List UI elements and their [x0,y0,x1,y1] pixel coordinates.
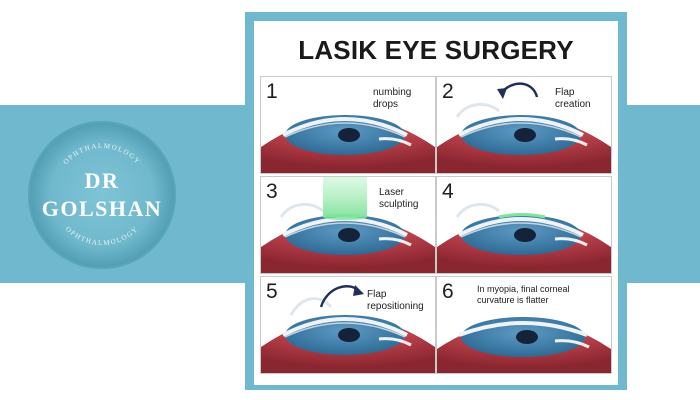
step-number: 3 [266,180,278,203]
laser-beam [323,177,367,217]
step-panel-4: 4 [436,176,612,274]
eye-illustration [261,285,435,373]
corneal-flap [455,103,500,118]
step-number: 6 [442,280,454,303]
diagram-title: LASIK EYE SURGERY [298,35,574,65]
logo-name-line1: DR [85,168,120,193]
corneal-flap [455,203,500,218]
arrowhead-icon [497,88,507,99]
logo-name-line2: GOLSHAN [42,196,163,221]
corneal-flap [279,203,324,218]
step-number: 4 [442,180,454,203]
eye-illustration [437,82,611,173]
step-number: 1 [266,80,278,103]
corneal-flap [289,297,333,316]
curved-arrow-icon [500,82,539,98]
dr-golshan-logo: OPHTHALMOLOGY OPHTHALMOLOGY DR GOLSHAN [28,121,176,269]
step-number: 5 [266,280,278,303]
sculpted-area [498,213,546,219]
eye-illustration [261,177,435,273]
step-number: 2 [442,80,454,103]
arrowhead-icon [353,285,364,296]
eye-illustration [437,203,611,273]
